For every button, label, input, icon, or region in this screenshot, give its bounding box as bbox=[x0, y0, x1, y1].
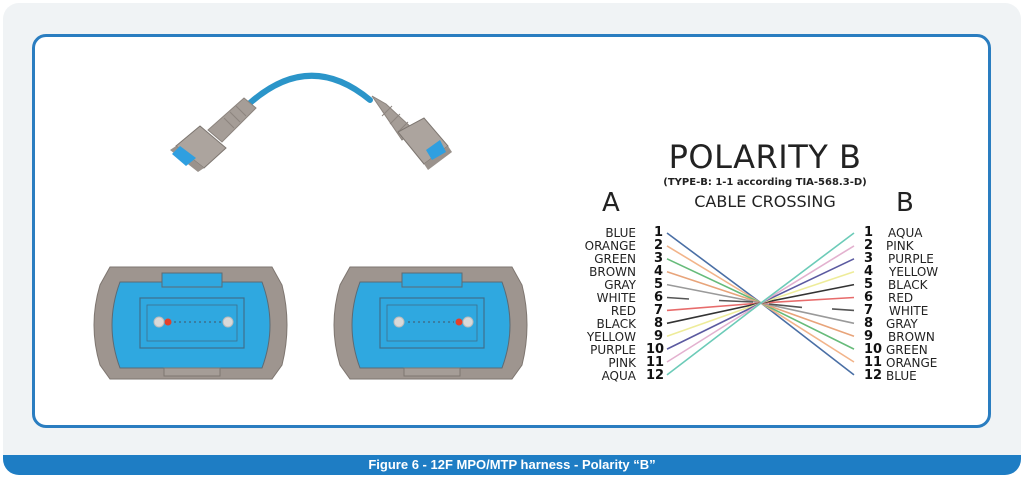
side-a-pin-4: 4 bbox=[654, 264, 664, 279]
side-b-color-6: RED bbox=[888, 291, 914, 305]
side-a-color-8: BLACK bbox=[596, 317, 636, 331]
side-b-pin-10: 10 bbox=[864, 342, 883, 357]
side-b-pin-7: 7 bbox=[864, 303, 874, 318]
fiber-line-white bbox=[718, 299, 754, 303]
side-b-pin-11: 11 bbox=[864, 355, 883, 370]
side-b-color-7: WHITE bbox=[889, 304, 929, 318]
figure-frame: Figure 6 - 12F MPO/MTP harness - Polarit… bbox=[3, 3, 1021, 475]
side-a-pin-8: 8 bbox=[654, 316, 664, 331]
side-a-color-2: ORANGE bbox=[584, 239, 636, 253]
fiber-line-white bbox=[666, 296, 690, 300]
side-a-pin-7: 7 bbox=[654, 303, 664, 318]
side-b-color-5: BLACK bbox=[888, 278, 928, 292]
polarity-title: POLARITY B bbox=[668, 138, 862, 176]
mpo-patch-cable-illustration bbox=[170, 72, 452, 172]
side-a-pin-6: 6 bbox=[654, 290, 664, 305]
side-b-color-2: PINK bbox=[886, 239, 914, 253]
side-b-pin-1: 1 bbox=[864, 225, 874, 240]
side-a-pin-12: 12 bbox=[646, 368, 665, 383]
side-b-color-4: YELLOW bbox=[889, 265, 939, 279]
side-a-color-4: BROWN bbox=[589, 265, 636, 279]
fiber-crossing-lines bbox=[666, 232, 855, 376]
side-b-color-11: ORANGE bbox=[886, 356, 938, 370]
side-b-color-3: PURPLE bbox=[888, 252, 934, 266]
side-b-color-10: GREEN bbox=[886, 343, 928, 357]
side-a-color-6: WHITE bbox=[596, 291, 636, 305]
side-b-pin-9: 9 bbox=[864, 329, 874, 344]
side-a-color-5: GRAY bbox=[604, 278, 636, 292]
side-a-label: A bbox=[602, 188, 620, 218]
side-b-pin-2: 2 bbox=[864, 238, 874, 253]
side-b-pin-8: 8 bbox=[864, 316, 874, 331]
side-a-color-1: BLUE bbox=[605, 226, 636, 240]
side-a-color-7: RED bbox=[610, 304, 636, 318]
side-b-color-9: BROWN bbox=[888, 330, 935, 344]
fiber-line-white bbox=[831, 308, 855, 312]
side-a-pin-3: 3 bbox=[654, 251, 664, 266]
side-a-color-12: AQUA bbox=[601, 369, 636, 383]
right-connector-icon bbox=[371, 95, 452, 170]
fiber-line-aqua bbox=[666, 232, 855, 376]
side-b-color-1: AQUA bbox=[888, 226, 923, 240]
side-a-pin-1: 1 bbox=[654, 225, 664, 240]
side-a-pin-5: 5 bbox=[654, 277, 664, 292]
side-b-color-12: BLUE bbox=[886, 369, 917, 383]
side-a-pin-2: 2 bbox=[654, 238, 664, 253]
side-a-color-9: YELLOW bbox=[586, 330, 636, 344]
connector-face-a bbox=[93, 266, 288, 380]
side-b-pin-6: 6 bbox=[864, 290, 874, 305]
caption-bar: Figure 6 - 12F MPO/MTP harness - Polarit… bbox=[3, 455, 1021, 475]
side-a-color-11: PINK bbox=[608, 356, 636, 370]
side-b-pin-12: 12 bbox=[864, 368, 883, 383]
side-b-pin-5: 5 bbox=[864, 277, 874, 292]
side-a-pin-10: 10 bbox=[646, 342, 665, 357]
side-a-color-10: PURPLE bbox=[590, 343, 636, 357]
side-b-label: B bbox=[896, 188, 914, 218]
side-a-color-3: GREEN bbox=[594, 252, 636, 266]
cable-crossing-label: CABLE CROSSING bbox=[694, 192, 836, 211]
fiber-line-white bbox=[768, 303, 803, 309]
side-b-color-8: GRAY bbox=[886, 317, 918, 331]
polarity-subtitle: (TYPE-B: 1-1 according TIA-568.3-D) bbox=[663, 177, 867, 188]
side-a-pin-11: 11 bbox=[646, 355, 665, 370]
connector-face-b bbox=[333, 266, 528, 380]
side-b-pin-3: 3 bbox=[864, 251, 874, 266]
figure-caption: Figure 6 - 12F MPO/MTP harness - Polarit… bbox=[368, 457, 656, 472]
side-a-pin-9: 9 bbox=[654, 329, 664, 344]
left-connector-icon bbox=[170, 97, 257, 172]
side-b-pin-4: 4 bbox=[864, 264, 874, 279]
